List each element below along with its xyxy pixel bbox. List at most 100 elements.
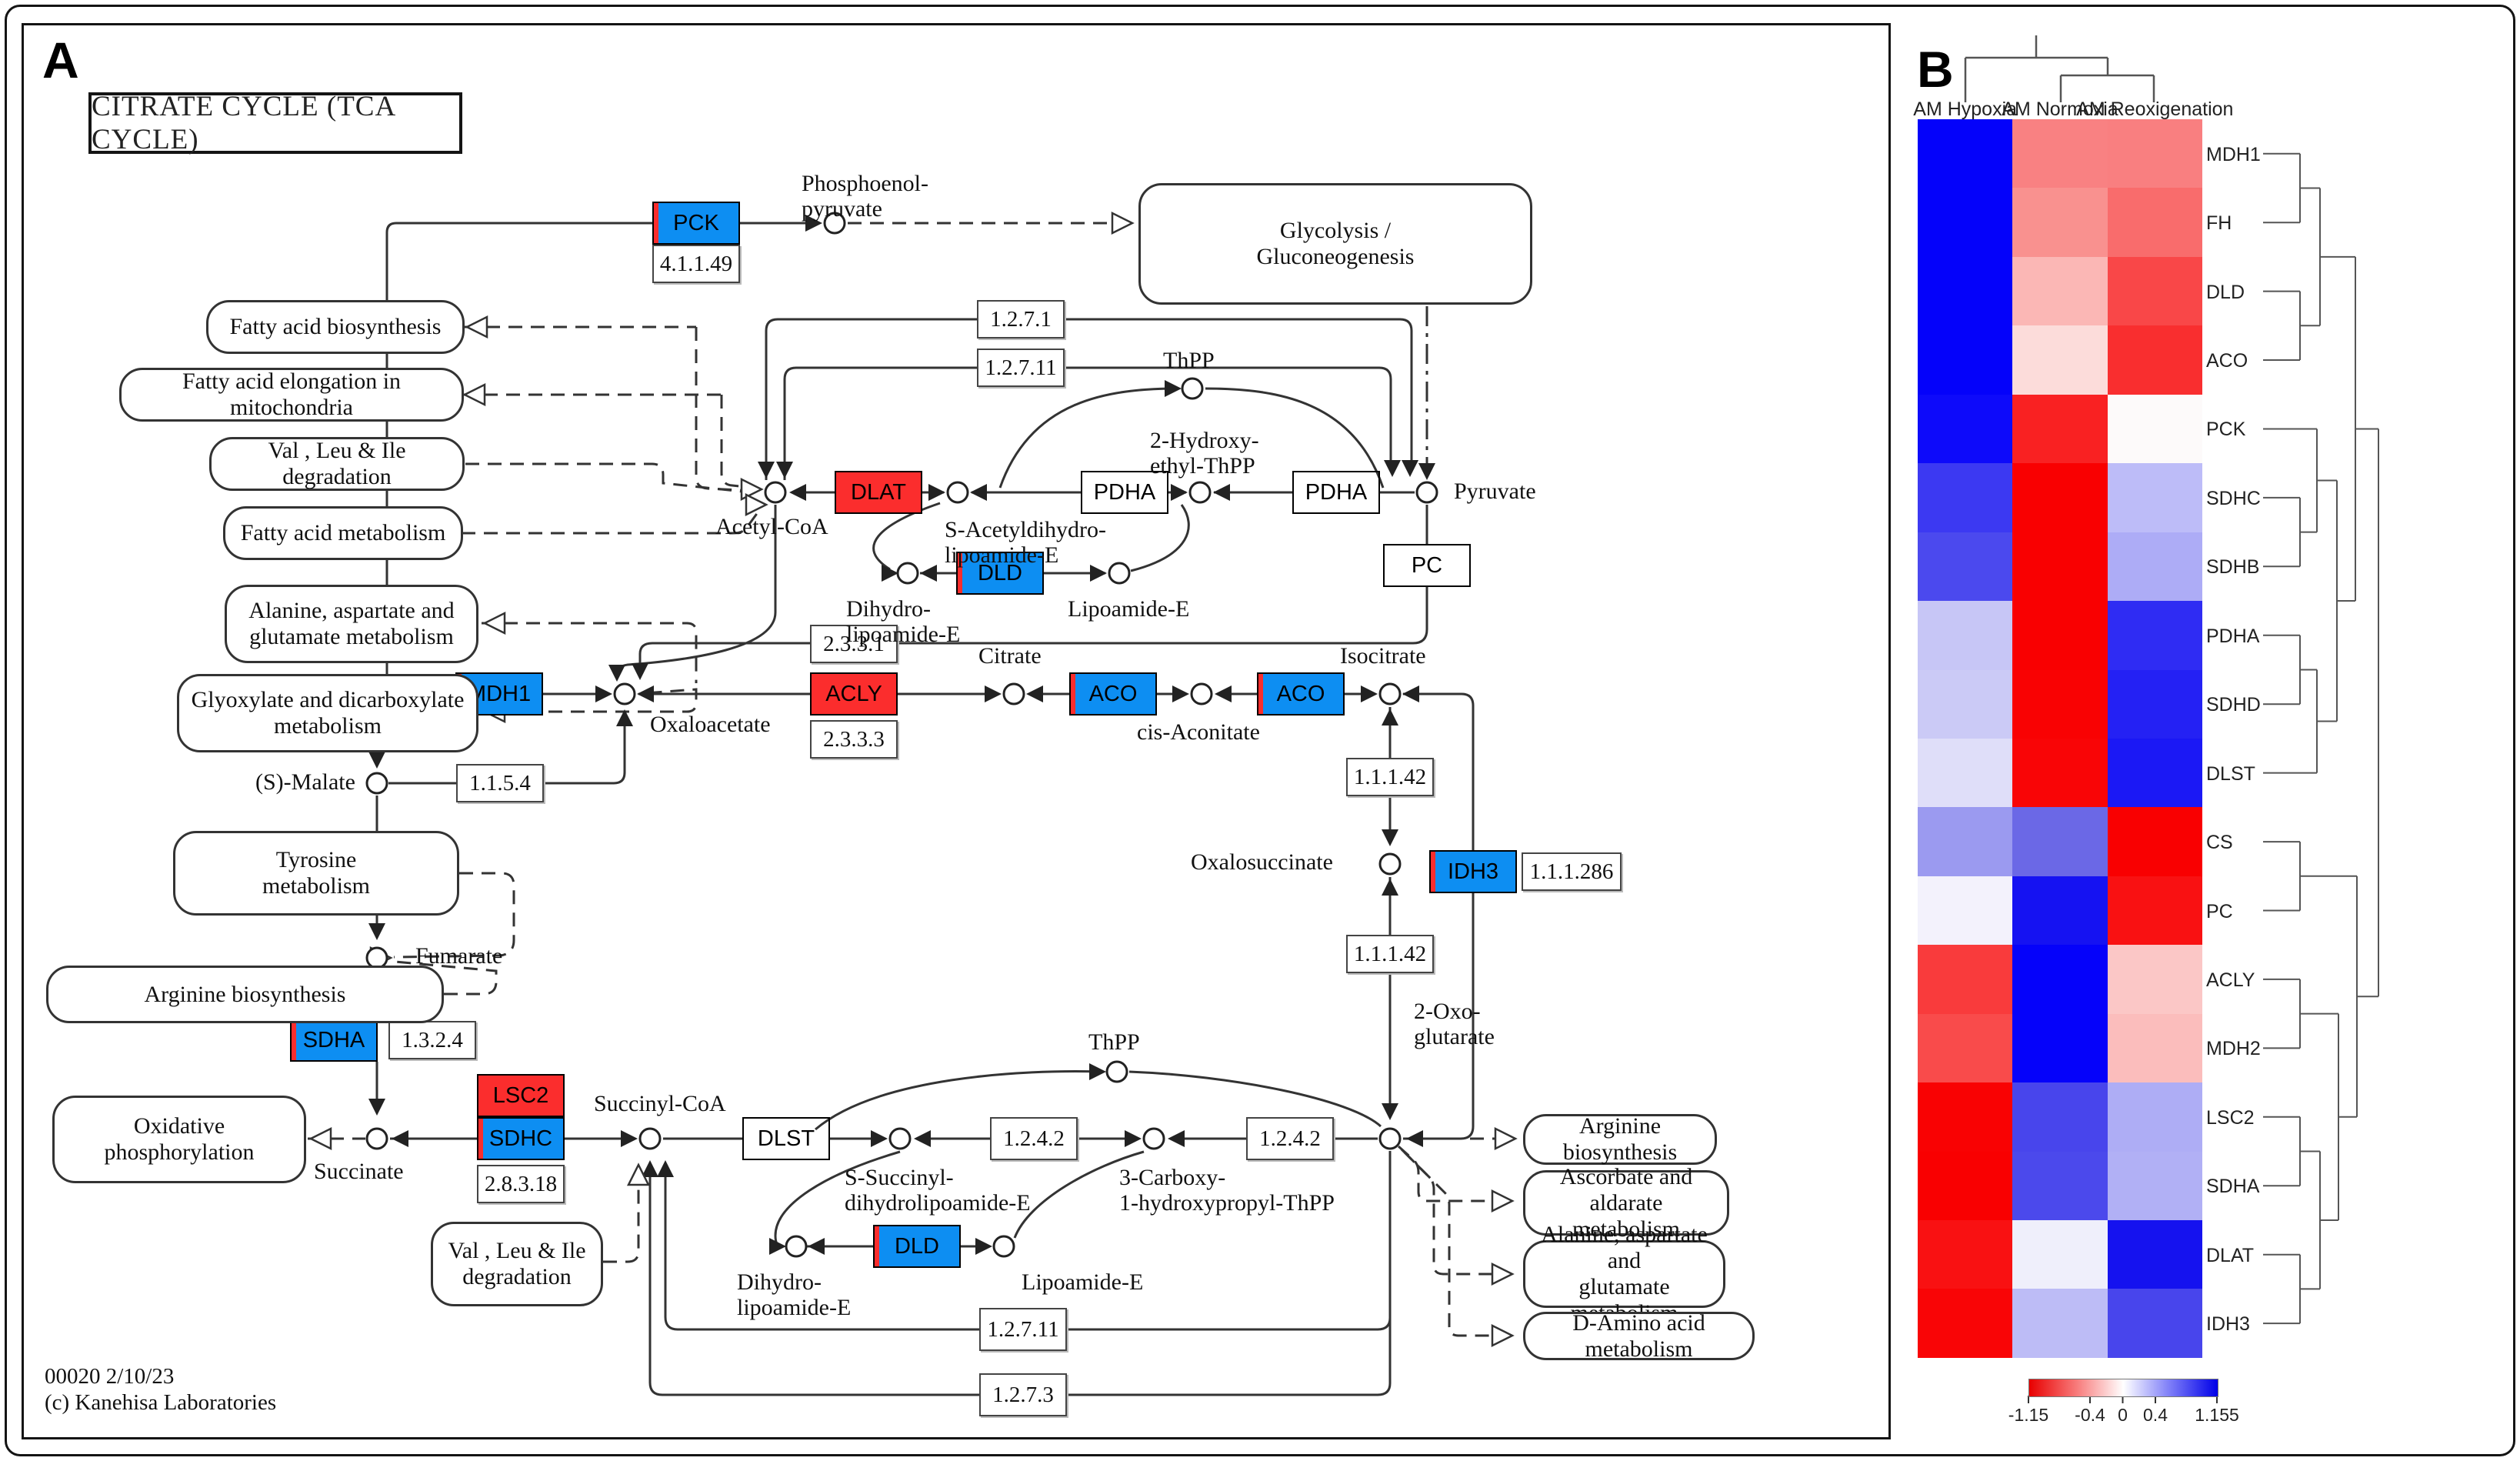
heatmap-cell-SDHB-0 bbox=[1918, 532, 2013, 602]
heatmap-cell-SDHA-2 bbox=[2107, 1151, 2203, 1221]
pathway-footer: 00020 2/10/23 (c) Kanehisa Laboratories bbox=[45, 1364, 277, 1415]
pathway-link-box: Fatty acid biosynthesis bbox=[206, 300, 465, 354]
heatmap-row-label-lsc2: LSC2 bbox=[2206, 1106, 2255, 1129]
heatmap-cell-SDHB-2 bbox=[2107, 532, 2203, 602]
heatmap-cell-MDH1-0 bbox=[1918, 119, 2013, 188]
colorbar-tick-label: 0 bbox=[2118, 1405, 2128, 1425]
ec-box-1.1.5.4: 1.1.5.4 bbox=[456, 764, 544, 802]
heatmap-cell-CS-2 bbox=[2107, 807, 2203, 877]
figure-border bbox=[5, 5, 2515, 1456]
heatmap-row-label-aco: ACO bbox=[2206, 350, 2248, 372]
heatmap-row-label-sdha: SDHA bbox=[2206, 1176, 2260, 1198]
heatmap-cell-SDHD-1 bbox=[2012, 669, 2108, 739]
heatmap-row-label-sdhc: SDHC bbox=[2206, 487, 2261, 509]
heatmap-row-label-acly: ACLY bbox=[2206, 969, 2255, 991]
ec-box-2.3.3.3: 2.3.3.3 bbox=[810, 720, 898, 759]
pathway-link-box: Tyrosine metabolism bbox=[173, 831, 459, 916]
pathway-link-box: Arginine biosynthesis bbox=[46, 966, 444, 1023]
metabolite-label: 2-Oxo- glutarate bbox=[1414, 999, 1495, 1049]
ec-box-1.1.1.42: 1.1.1.42 bbox=[1346, 935, 1434, 973]
heatmap-cell-LSC2-2 bbox=[2107, 1082, 2203, 1152]
gene-box-dlat: DLAT bbox=[835, 471, 922, 514]
gene-box-dlst: DLST bbox=[742, 1117, 830, 1160]
colorbar-tick-label: 0.4 bbox=[2143, 1405, 2168, 1425]
heatmap-cell-SDHA-0 bbox=[1918, 1151, 2013, 1221]
gene-box-aco: ACO bbox=[1069, 672, 1157, 715]
heatmap-cell-ACLY-0 bbox=[1918, 945, 2013, 1015]
heatmap-cell-DLAT-1 bbox=[2012, 1220, 2108, 1289]
heatmap-cell-CS-0 bbox=[1918, 807, 2013, 877]
metabolite-label: S-Succinyl- dihydrolipoamide-E bbox=[845, 1165, 1031, 1216]
ec-box-2.3.3.1: 2.3.3.1 bbox=[810, 625, 898, 663]
heatmap-cell-DLST-1 bbox=[2012, 738, 2108, 808]
heatmap-cell-LSC2-0 bbox=[1918, 1082, 2013, 1152]
heatmap-row-label-dlst: DLST bbox=[2206, 762, 2255, 785]
heatmap-cell-PCK-1 bbox=[2012, 394, 2108, 464]
heatmap-cell-PCK-2 bbox=[2107, 394, 2203, 464]
heatmap-cell-PC-1 bbox=[2012, 876, 2108, 946]
metabolite-label: Fumarate bbox=[415, 943, 503, 969]
heatmap-cell-CS-1 bbox=[2012, 807, 2108, 877]
heatmap-cell-FH-2 bbox=[2107, 188, 2203, 258]
heatmap-cell-MDH1-2 bbox=[2107, 119, 2203, 188]
pathway-link-box: D-Amino acid metabolism bbox=[1523, 1310, 1755, 1362]
heatmap-row-label-pc: PC bbox=[2206, 900, 2233, 922]
ec-box-2.8.3.18: 2.8.3.18 bbox=[477, 1165, 565, 1203]
colorbar-tick-label: -0.4 bbox=[2075, 1405, 2105, 1425]
pathway-link-box: Fatty acid metabolism bbox=[223, 506, 463, 560]
heatmap-cell-FH-0 bbox=[1918, 188, 2013, 258]
heatmap-row-label-dlat: DLAT bbox=[2206, 1244, 2255, 1266]
heatmap-cell-ACO-1 bbox=[2012, 325, 2108, 395]
heatmap-cell-DLAT-0 bbox=[1918, 1220, 2013, 1289]
metabolite-label: ThPP bbox=[1163, 348, 1215, 373]
heatmap-row-label-mdh1: MDH1 bbox=[2206, 143, 2261, 165]
gene-box-sdha: SDHA bbox=[290, 1019, 378, 1062]
heatmap-col-label: AM Reoxigenation bbox=[2076, 98, 2234, 120]
heatmap-cell-PDHA-0 bbox=[1918, 601, 2013, 671]
pathway-link-box: Oxidative phosphorylation bbox=[52, 1096, 306, 1183]
heatmap-cell-ACO-0 bbox=[1918, 325, 2013, 395]
metabolite-label: cis-Aconitate bbox=[1137, 719, 1260, 745]
heatmap-cell-IDH3-0 bbox=[1918, 1289, 2013, 1359]
gene-box-idh3: IDH3 bbox=[1429, 850, 1517, 893]
heatmap-row-label-mdh2: MDH2 bbox=[2206, 1038, 2261, 1060]
ec-box-1.2.7.1: 1.2.7.1 bbox=[977, 300, 1065, 339]
heatmap-cell-SDHA-1 bbox=[2012, 1151, 2108, 1221]
metabolite-label: 3-Carboxy- 1-hydroxypropyl-ThPP bbox=[1119, 1165, 1335, 1216]
heatmap-cell-DLST-2 bbox=[2107, 738, 2203, 808]
heatmap-colorbar bbox=[2028, 1379, 2218, 1397]
metabolite-label: Oxalosuccinate bbox=[1191, 849, 1333, 875]
ec-box-1.1.1.42: 1.1.1.42 bbox=[1346, 758, 1434, 796]
panel-b-label: B bbox=[1917, 41, 1954, 98]
pathway-link-box: Ascorbate and aldarate metabolism bbox=[1523, 1164, 1729, 1242]
heatmap-cell-IDH3-2 bbox=[2107, 1289, 2203, 1359]
metabolite-label: 2-Hydroxy- ethyl-ThPP bbox=[1150, 428, 1259, 479]
gene-box-pdha: PDHA bbox=[1292, 471, 1380, 514]
heatmap-cell-PC-2 bbox=[2107, 876, 2203, 946]
metabolite-label: Lipoamide-E bbox=[1068, 596, 1190, 622]
gene-box-pck: PCK bbox=[652, 202, 740, 245]
heatmap-cell-SDHC-0 bbox=[1918, 463, 2013, 533]
column-dendrogram bbox=[1964, 35, 2155, 102]
heatmap-cell-SDHC-1 bbox=[2012, 463, 2108, 533]
gene-box-acly: ACLY bbox=[810, 672, 898, 715]
gene-box-pc: PC bbox=[1383, 544, 1471, 587]
heatmap-col-label: AM Hypoxia bbox=[1913, 98, 2018, 120]
pathway-link-box: Glyoxylate and dicarboxylate metabolism bbox=[177, 674, 478, 752]
heatmap-cell-PDHA-2 bbox=[2107, 601, 2203, 671]
metabolite-label: Succinate bbox=[314, 1159, 404, 1184]
heatmap-row-label-cs: CS bbox=[2206, 832, 2233, 854]
heatmap-cell-SDHD-0 bbox=[1918, 669, 2013, 739]
ec-box-1.3.2.4: 1.3.2.4 bbox=[388, 1021, 476, 1059]
heatmap-cell-MDH2-1 bbox=[2012, 1013, 2108, 1083]
heatmap-row-label-fh: FH bbox=[2206, 212, 2232, 235]
metabolite-label: Isocitrate bbox=[1340, 643, 1426, 669]
heatmap-row-label-pck: PCK bbox=[2206, 419, 2246, 441]
metabolite-label: (S)-Malate bbox=[255, 769, 355, 795]
heatmap-cell-DLST-0 bbox=[1918, 738, 2013, 808]
ec-box-1.2.4.2: 1.2.4.2 bbox=[990, 1117, 1078, 1160]
ec-box-1.2.7.11: 1.2.7.11 bbox=[977, 349, 1065, 387]
metabolite-label: Succinyl-CoA bbox=[594, 1091, 726, 1116]
